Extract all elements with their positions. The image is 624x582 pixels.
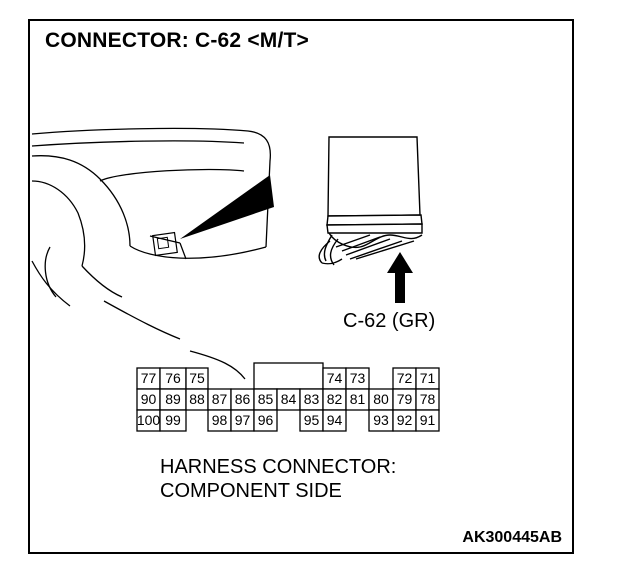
diagram-title: CONNECTOR: C-62 <M/T>	[45, 29, 310, 52]
pin-cell	[322, 409, 347, 432]
pin-number: 80	[373, 391, 389, 407]
pin-number: 93	[373, 412, 389, 428]
pin-cell	[253, 409, 278, 432]
pin-number: 78	[420, 391, 436, 407]
pin-number: 73	[350, 370, 366, 386]
pin-number: 81	[350, 391, 366, 407]
pin-number: 74	[327, 370, 343, 386]
pin-cell	[415, 409, 440, 432]
harness-label-line-1: HARNESS CONNECTOR:	[160, 456, 397, 478]
pin-number: 92	[397, 412, 413, 428]
pin-number: 88	[189, 391, 205, 407]
ecu-module	[318, 136, 423, 266]
harness-connector-label: HARNESS CONNECTOR: COMPONENT SIDE	[160, 455, 396, 503]
pin-number: 95	[304, 412, 320, 428]
pin-number: 89	[165, 391, 181, 407]
pin-number: 83	[304, 391, 320, 407]
pin-number: 97	[235, 412, 251, 428]
pin-number: 85	[258, 391, 274, 407]
pin-number: 84	[281, 391, 297, 407]
pin-number: 71	[420, 370, 436, 386]
pin-number: 99	[165, 412, 181, 428]
pin-cell	[159, 409, 187, 432]
figure-code: AK300445AB	[462, 529, 562, 546]
pin-number: 98	[212, 412, 228, 428]
up-arrow-icon	[387, 252, 413, 303]
pin-number: 91	[420, 412, 436, 428]
dashboard-illustration	[31, 127, 272, 380]
pin-number: 82	[327, 391, 343, 407]
pin-number: 96	[258, 412, 274, 428]
harness-label-line-2: COMPONENT SIDE	[160, 480, 342, 502]
pin-number: 87	[212, 391, 228, 407]
pin-number: 75	[189, 370, 205, 386]
pin-number: 94	[327, 412, 343, 428]
connector-label: C-62 (GR)	[343, 310, 436, 332]
zoom-wedge	[180, 175, 274, 239]
pin-number: 72	[397, 370, 413, 386]
pin-number: 79	[397, 391, 413, 407]
diagram-art: 77 76 75 74 73 72 71 90 89 88 87 86 85 84 83 82 81 80 79 78…	[31, 127, 440, 432]
harness-connector-pinout: 77 76 75 74 73 72 71 90 89 88 87 86 85 84 83 82 81 80 79 78…	[136, 362, 440, 432]
pin-number: 90	[141, 391, 157, 407]
connector-key-notch	[253, 362, 324, 390]
pin-number: 77	[141, 370, 157, 386]
pin-number: 86	[235, 391, 251, 407]
diagram-frame: CONNECTOR: C-62 <M/T>	[28, 19, 574, 554]
pin-number: 76	[165, 370, 181, 386]
pin-number: 100	[137, 412, 161, 428]
